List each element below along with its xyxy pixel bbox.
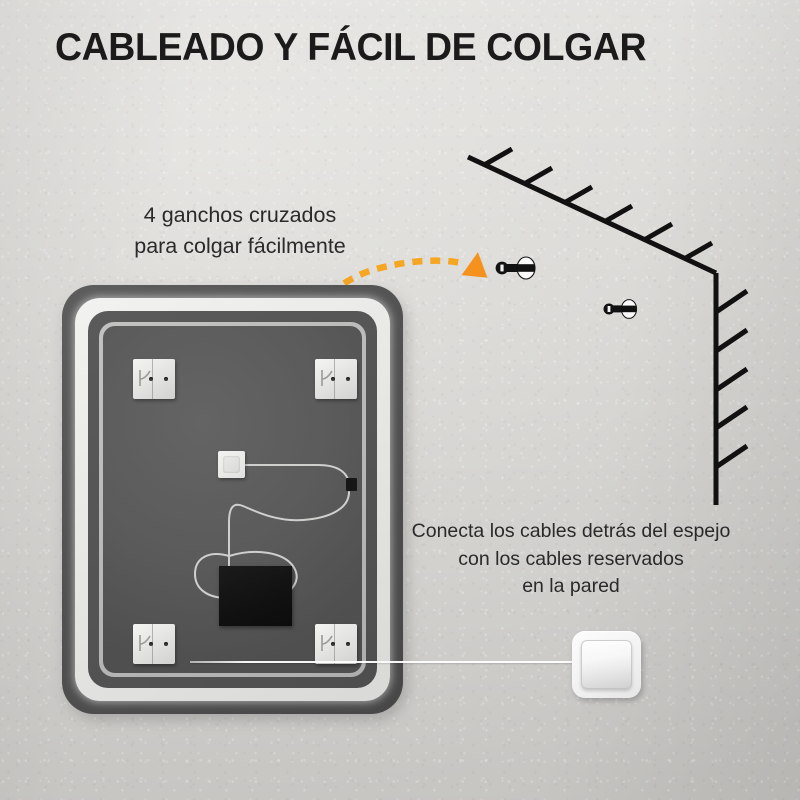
mirror-back-panel <box>103 326 362 673</box>
bracket-hook-glyph <box>321 635 333 651</box>
bracket-screw-hole <box>164 377 169 382</box>
led-mirror-back[interactable] <box>62 285 407 720</box>
page-title: CABLEADO Y FÁCIL DE COLGAR <box>55 26 647 69</box>
callout-hooks-line1: 4 ganchos cruzados <box>143 203 337 227</box>
leader-line-to-switch <box>190 661 580 663</box>
hook-bracket-icon <box>133 359 175 399</box>
callout-hooks: 4 ganchos cruzados para colgar fácilment… <box>104 200 376 261</box>
callout-cables-line2: con los cables reservados <box>458 547 684 570</box>
callout-hooks-line2: para colgar fácilmente <box>134 233 346 258</box>
wall-switch-rocker[interactable] <box>581 640 632 689</box>
bracket-screw-hole <box>346 377 351 382</box>
screw-icon <box>603 299 638 319</box>
bracket-screw-hole <box>164 642 169 647</box>
hook-bracket-icon <box>133 624 175 664</box>
cable-connector <box>346 478 357 491</box>
driver-box <box>219 566 292 626</box>
bracket-screw-hole <box>149 377 154 382</box>
bracket-screw-hole <box>331 377 336 382</box>
bracket-screw-hole <box>149 642 154 647</box>
callout-cables-line3: en la pared <box>522 575 620 598</box>
bracket-hook-glyph <box>139 370 151 386</box>
hook-bracket-icon <box>315 359 357 399</box>
bracket-screw-hole <box>331 642 336 647</box>
bracket-hook-glyph <box>139 635 151 651</box>
hook-bracket-icon <box>315 624 357 664</box>
bracket-hook-glyph <box>321 370 333 386</box>
screw-icon <box>495 256 536 280</box>
callout-cables: Conecta los cables detrás del espejo con… <box>406 518 736 601</box>
callout-cables-line1: Conecta los cables detrás del espejo <box>411 520 731 542</box>
junction-box <box>218 451 245 478</box>
bracket-screw-hole <box>346 642 351 647</box>
wall-switch[interactable] <box>572 631 641 698</box>
